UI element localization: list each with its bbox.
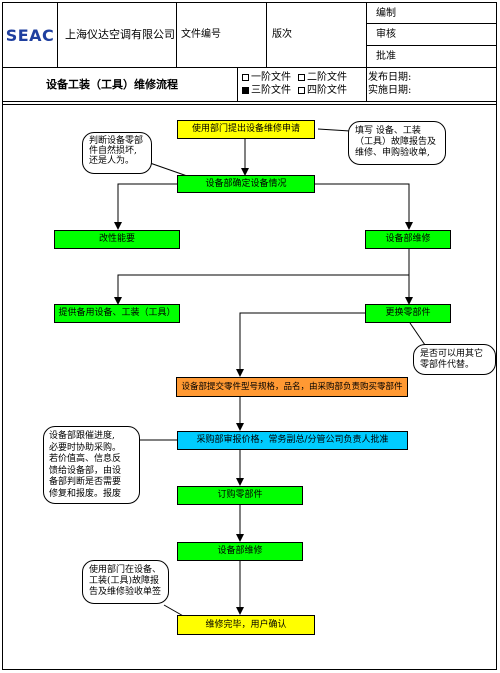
level-3: 三阶文件 — [242, 85, 291, 97]
flow-step-submit-specs: 设备部提交零件型号规格，品名，由采购部负责购买零部件 — [176, 377, 408, 397]
callout-substitute-parts: 是否可以用其它 零部件代替。 — [413, 344, 496, 375]
role-approve: 批准 — [376, 51, 396, 62]
company-name: 上海仪达空调有限公司 — [65, 28, 175, 41]
company-logo: SEAC — [5, 25, 55, 45]
flow-step-spare-equipment: 提供备用设备、工装（工具） — [54, 304, 180, 323]
flow-step-user-confirm: 维修完毕，用户确认 — [177, 615, 315, 635]
flow-step-order-parts: 订购零部件 — [177, 486, 303, 505]
callout-fill-report: 填写 设备、工装 （工具）故障报告及 维修、申购验收单, — [348, 121, 446, 165]
level-4: 四阶文件 — [298, 85, 347, 97]
level-2: 二阶文件 — [298, 72, 347, 84]
flow-step-request: 使用部门提出设备维修申请 — [177, 120, 315, 139]
role-prepare: 编制 — [376, 8, 396, 19]
doc-title: 设备工装（工具）维修流程 — [46, 78, 178, 91]
level-1: 一阶文件 — [242, 72, 291, 84]
callout-judge-damage: 判断设备零部 件自然损坏, 还是人为。 — [82, 132, 152, 174]
version-label: 版次 — [272, 29, 292, 40]
flow-step-price-approval: 采购部审报价格，常务副总/分管公司负责人批准 — [177, 431, 408, 450]
role-review: 审核 — [376, 29, 396, 40]
checkbox-icon — [298, 74, 305, 81]
checked-checkbox-icon — [242, 87, 249, 94]
logo: SEAC — [3, 3, 57, 67]
checkbox-icon — [298, 87, 305, 94]
callout-follow-progress: 设备部跟催进度, 必要时协助采购。 若价值高、信息反 馈给设备部，由设 备部判断… — [43, 426, 140, 504]
checkbox-icon — [242, 74, 249, 81]
publish-date-label: 发布日期: — [368, 72, 412, 83]
doc-no-label: 文件编号 — [181, 29, 221, 40]
callout-user-sign: 使用部门在设备、 工装(工具)故障报 告及维修验收单签 — [82, 560, 169, 604]
flow-step-3a: 改性能要 — [54, 230, 180, 249]
flow-step-repair: 设备部维修 — [177, 542, 303, 561]
flow-step-3b: 设备部维修 — [365, 230, 451, 249]
effective-date-label: 实施日期: — [368, 85, 412, 96]
flow-step-replace-parts: 更换零部件 — [365, 304, 451, 323]
flow-step-confirm: 设备部确定设备情况 — [177, 175, 315, 193]
